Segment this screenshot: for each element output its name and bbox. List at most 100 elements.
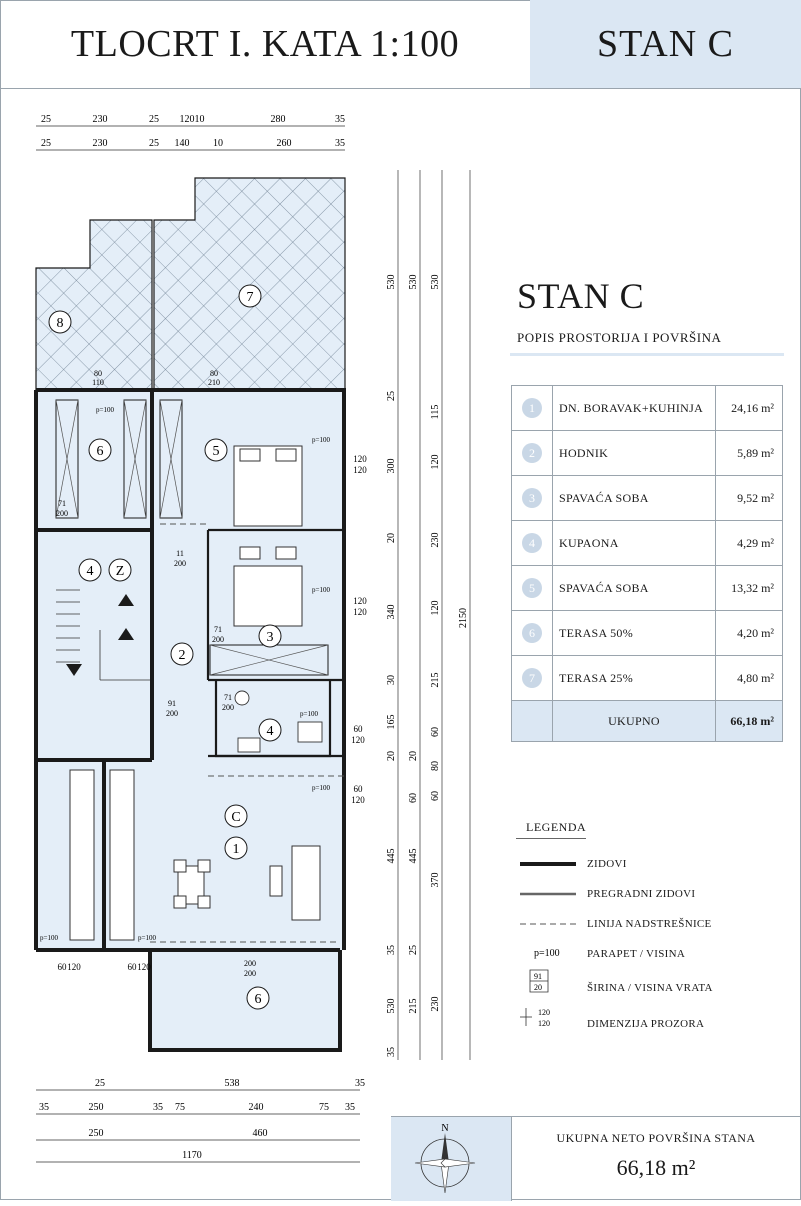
room-mark: 2	[179, 648, 186, 663]
terrace-7	[153, 177, 346, 391]
dim-right: 35	[386, 1047, 397, 1057]
dim-right: 25	[386, 391, 397, 401]
dim-bottom: 25	[95, 1078, 105, 1089]
dim-right: 60	[430, 791, 441, 801]
dim-bottom: 35	[345, 1102, 355, 1113]
dim-top: 25	[41, 114, 51, 125]
footer: N UKUPNA NETO POVRŠINA STANA 66,18 m²	[391, 1116, 801, 1201]
door-width: 200	[244, 959, 256, 968]
dim-right: 2150	[458, 608, 469, 628]
north-label: N	[441, 1123, 448, 1134]
apartment-title: STAN C	[530, 0, 801, 89]
door-height: 200	[244, 969, 256, 978]
table-row: 4 KUPAONA 4,29 m²	[511, 520, 783, 566]
dim-right: 20	[408, 751, 419, 761]
room-number: 4	[522, 533, 542, 553]
table-row: 5 SPAVAĆA SOBA 13,32 m²	[511, 565, 783, 611]
dim-right: 340	[386, 605, 397, 620]
dim-right: 25	[408, 945, 419, 955]
table-row: 2 HODNIK 5,89 m²	[511, 430, 783, 476]
floor-plan-drawing: 8 7 6 5 4 Z 3 2 4 C 1 6 80 110 80 210 71…	[34, 114, 471, 1163]
room-mark: 7	[247, 290, 254, 305]
window-height: 120	[351, 735, 365, 745]
room-number: 6	[522, 623, 542, 643]
dim-bottom: 240	[249, 1102, 264, 1113]
door-height: 200	[212, 635, 224, 644]
window-height: 120	[353, 465, 367, 475]
table-row: 1 DN. BORAVAK+KUHINJA 24,16 m²	[511, 385, 783, 431]
parapet-label: p=100	[312, 586, 330, 594]
legend-divider	[516, 838, 586, 839]
table-row: 7 TERASA 25% 4,80 m²	[511, 655, 783, 701]
door-height: 200	[56, 509, 68, 518]
window-width: 120	[353, 454, 367, 464]
door-width: 71	[224, 693, 232, 702]
door-width: 80	[94, 369, 102, 378]
room-number: 3	[522, 488, 542, 508]
legend-parapet-sample: p=100	[534, 948, 560, 959]
dim-right: 60	[408, 793, 419, 803]
total-label: UKUPNO	[552, 700, 716, 742]
window-height: 120	[353, 607, 367, 617]
door-width: 71	[58, 499, 66, 508]
dim-top: 140	[175, 138, 190, 149]
window-width: 60	[354, 724, 364, 734]
panel-title: STAN C	[517, 276, 645, 316]
dim-right: 230	[430, 997, 441, 1012]
dim-bottom: 1170	[182, 1150, 202, 1161]
legend-window: DIMENZIJA PROZORA	[587, 1018, 705, 1030]
dim-top: 35	[335, 114, 345, 125]
dim-top: 260	[277, 138, 292, 149]
dim-top: 230	[93, 114, 108, 125]
door-height: 200	[174, 559, 186, 568]
room-area: 4,20 m²	[715, 610, 783, 656]
room-name: TERASA 25%	[552, 655, 716, 701]
dim-bottom: 35	[355, 1078, 365, 1089]
dim-top: 25	[149, 114, 159, 125]
total-net-area-label: UKUPNA NETO POVRŠINA STANA	[556, 1131, 756, 1145]
dim-right: 530	[386, 999, 397, 1014]
legend-door: ŠIRINA / VISINA VRATA	[587, 982, 713, 994]
legend-walls: ZIDOVI	[587, 858, 627, 870]
room-mark: 3	[267, 630, 274, 645]
room-mark: 4	[267, 724, 274, 739]
dim-right: 530	[386, 275, 397, 290]
door-height: 200	[222, 703, 234, 712]
dim-top: 10	[213, 138, 223, 149]
door-width: 80	[210, 369, 218, 378]
legend-partitions: PREGRADNI ZIDOVI	[587, 888, 696, 900]
dim-right: 35	[386, 945, 397, 955]
room-number: 7	[522, 668, 542, 688]
panel-subtitle: POPIS PROSTORIJA I POVRŠINA	[517, 330, 722, 345]
dim-right: 215	[408, 999, 419, 1014]
room-name: HODNIK	[552, 430, 716, 476]
window-width: 60	[354, 784, 364, 794]
room-mark: 1	[233, 842, 240, 857]
plan-title: TLOCRT I. KATA 1:100	[0, 0, 531, 89]
dim-right: 80	[430, 761, 441, 771]
dim-right: 445	[386, 849, 397, 864]
legend-door-height: 20	[534, 983, 542, 992]
dim-right: 120	[430, 455, 441, 470]
dim-bottom: 75	[319, 1102, 329, 1113]
dim-bottom: 75	[175, 1102, 185, 1113]
dim-right: 370	[430, 873, 441, 888]
window-height: 120	[351, 795, 365, 805]
parapet-label: p=100	[300, 710, 318, 718]
legend-parapet: PARAPET / VISINA	[587, 948, 686, 960]
room-area: 5,89 m²	[715, 430, 783, 476]
room-name: SPAVAĆA SOBA	[552, 565, 716, 611]
room-area: 13,32 m²	[715, 565, 783, 611]
north-arrow-icon: N	[414, 1123, 476, 1194]
parapet-label: p=100	[40, 934, 58, 942]
dim-bottom: 250	[89, 1128, 104, 1139]
room-name: KUPAONA	[552, 520, 716, 566]
dim-top: 35	[335, 138, 345, 149]
dim-right: 20	[386, 751, 397, 761]
room-mark: 6	[97, 444, 104, 459]
room-name: DN. BORAVAK+KUHINJA	[552, 385, 716, 431]
room-area: 24,16 m²	[715, 385, 783, 431]
door-width: 71	[214, 625, 222, 634]
door-width: 11	[176, 549, 184, 558]
dim-bottom: 35	[153, 1102, 163, 1113]
